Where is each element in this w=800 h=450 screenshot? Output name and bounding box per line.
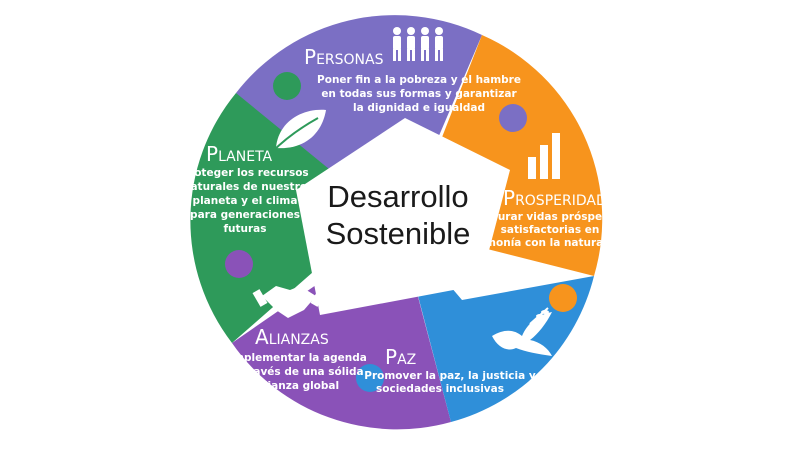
handshake-icon bbox=[252, 286, 326, 318]
prosperidad-desc-line3: armonía con la naturaleza bbox=[473, 237, 627, 249]
segment-paz bbox=[400, 227, 594, 422]
personas-title: PERSONAS bbox=[304, 45, 384, 69]
alianzas-title-rest: LIANZAS bbox=[269, 332, 329, 348]
planeta-title: PLANETA bbox=[206, 142, 273, 166]
paz-desc-line1: Promover la paz, la justicia y bbox=[364, 370, 536, 382]
prosperidad-desc-line2: satisfactorias en bbox=[501, 224, 600, 236]
personas-title-initial: P bbox=[304, 45, 316, 69]
personas-desc-line3: la dignidad e igualdad bbox=[353, 102, 485, 114]
planeta-desc-line2: naturales de nuestro bbox=[183, 181, 307, 193]
bar-chart-icon bbox=[528, 133, 560, 179]
center-title-line1: Desarrollo bbox=[327, 179, 468, 214]
planeta-desc-line5: futuras bbox=[223, 223, 266, 235]
puzzle-knob-prosperidad-paz bbox=[549, 284, 577, 312]
paz-title: PAZ bbox=[385, 345, 416, 369]
alianzas-desc-line3: alianza global bbox=[257, 380, 339, 392]
planeta-desc-line3: planeta y el clima bbox=[193, 195, 298, 207]
prosperidad-title: PROSPERIDAD bbox=[503, 186, 607, 210]
prosperidad-title-initial: P bbox=[503, 186, 515, 210]
puzzle-knob-personas-prosperidad bbox=[499, 104, 527, 132]
paz-desc-line2: sociedades inclusivas bbox=[376, 383, 504, 395]
personas-title-rest: ERSONAS bbox=[316, 52, 384, 68]
planeta-title-initial: P bbox=[206, 142, 218, 166]
people-icon bbox=[393, 27, 443, 61]
center-pentagon bbox=[296, 118, 510, 315]
personas-desc-line2: en todas sus formas y garantizar bbox=[321, 88, 517, 100]
alianzas-title: ALIANZAS bbox=[255, 325, 329, 349]
planeta-title-rest: LANETA bbox=[218, 149, 272, 165]
prosperidad-desc-line1: Asegurar vidas prósperas y bbox=[469, 211, 632, 223]
planeta-desc-line4: para generaciones bbox=[190, 209, 300, 221]
center-title-line2: Sostenible bbox=[326, 216, 471, 251]
leaf-icon bbox=[271, 109, 326, 153]
puzzle-knob-alianzas-planeta bbox=[225, 250, 253, 278]
dove-icon bbox=[492, 307, 552, 356]
puzzle-knob-planeta-personas bbox=[273, 72, 301, 100]
alianzas-desc-line1: Implementar la agenda bbox=[229, 352, 367, 364]
puzzle-knob-paz-alianzas bbox=[356, 364, 384, 392]
paz-title-initial: P bbox=[385, 345, 397, 369]
planeta-desc-line1: Proteger los recursos bbox=[181, 167, 308, 179]
personas-desc-line1: Poner fin a la pobreza y el hambre bbox=[317, 74, 521, 86]
prosperidad-title-rest: ROSPERIDAD bbox=[515, 193, 607, 209]
alianzas-desc-line2: a través de una sólida bbox=[232, 366, 363, 378]
paz-title-rest: AZ bbox=[397, 352, 416, 368]
alianzas-title-initial: A bbox=[255, 325, 269, 349]
segment-planeta bbox=[190, 93, 400, 343]
